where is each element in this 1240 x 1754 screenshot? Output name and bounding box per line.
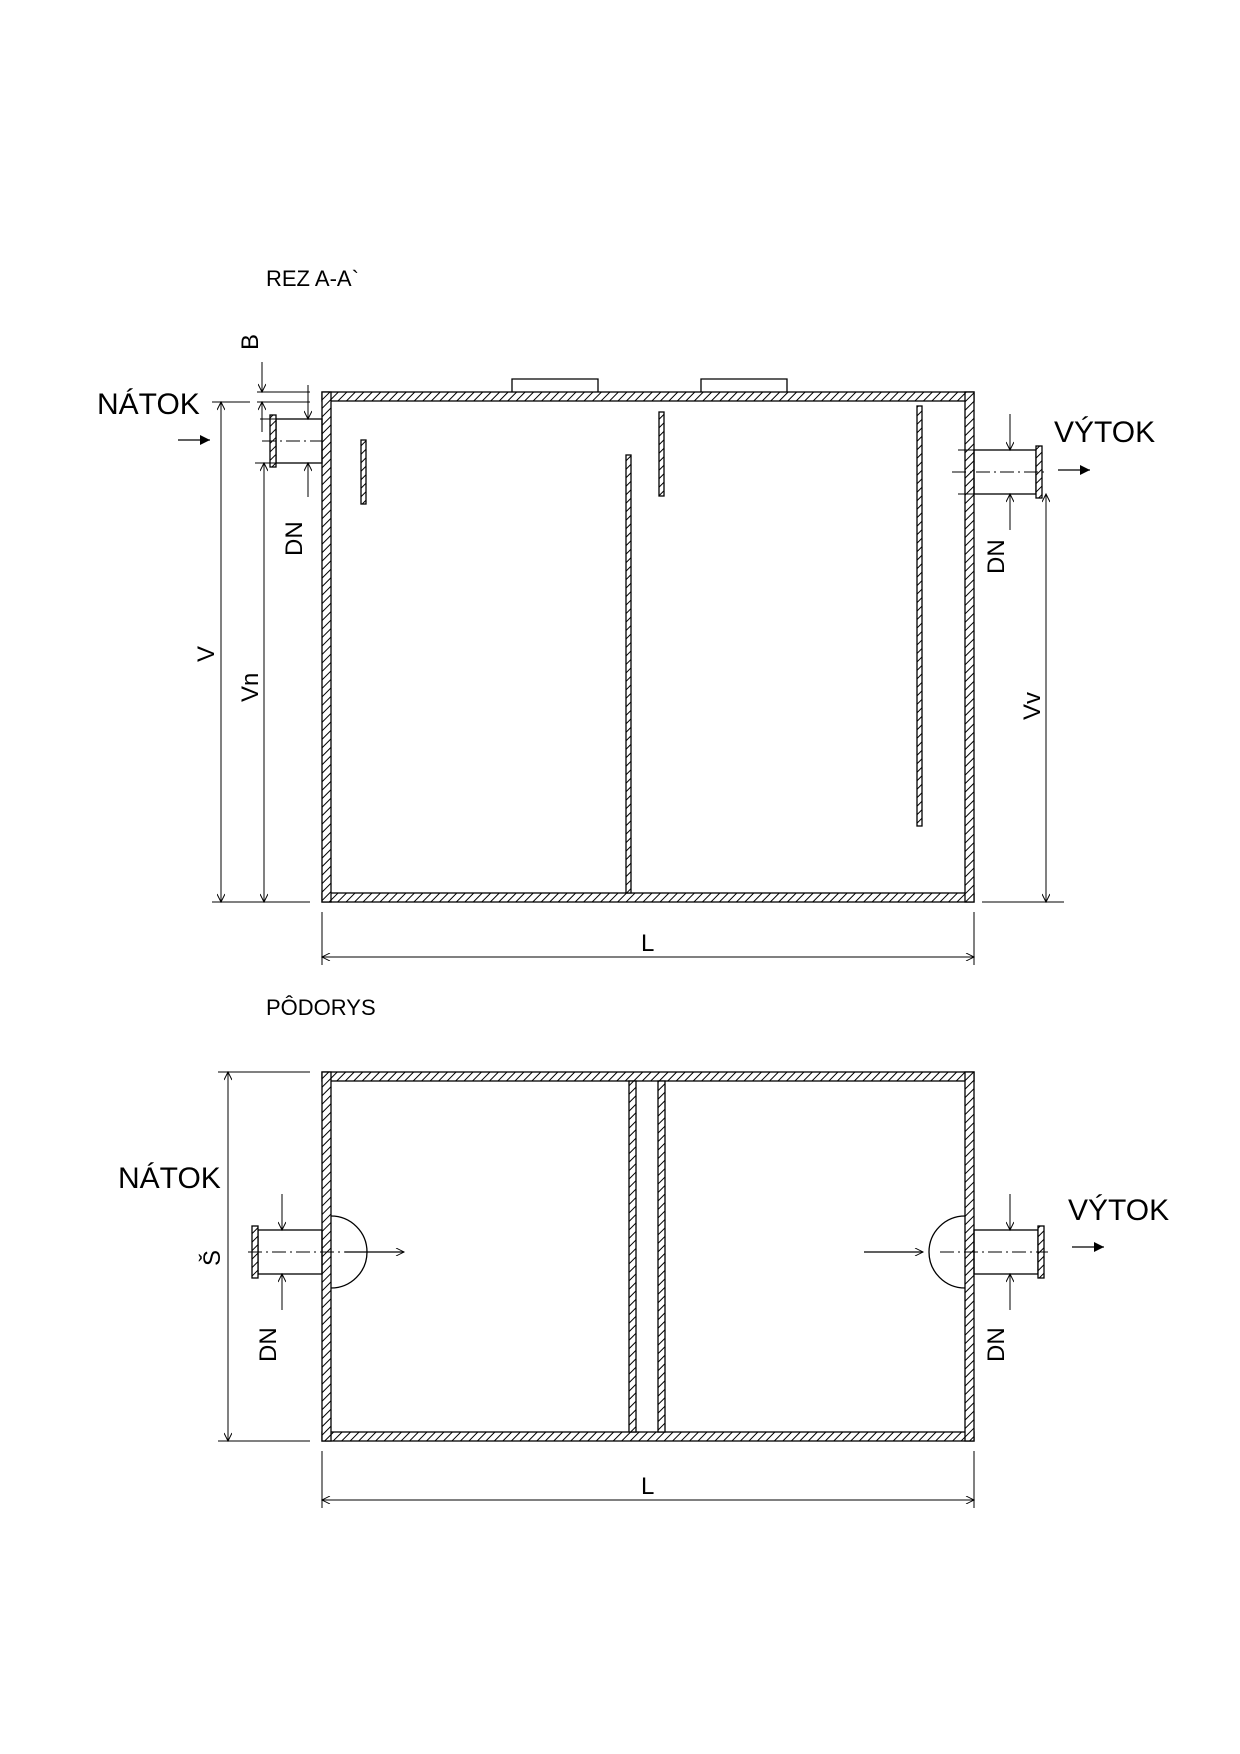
section-outflow-label: VÝTOK: [1054, 416, 1155, 449]
section-dim-l: L: [322, 912, 974, 965]
plan-view: PÔDORYS NÁTOK VÝTOK: [118, 995, 1169, 1508]
plan-inlet-pipe: [248, 1215, 404, 1289]
plan-dim-l-label: L: [641, 1473, 654, 1500]
plan-outflow-label: VÝTOK: [1068, 1194, 1169, 1227]
plan-dim-dn-outlet: DN: [983, 1194, 1010, 1362]
plan-dim-l: L: [322, 1451, 974, 1508]
section-tank-walls: [321, 391, 975, 903]
section-dim-vv: Vv: [982, 494, 1064, 902]
plan-dim-dn-inlet-label: DN: [255, 1327, 282, 1362]
section-dim-l-label: L: [641, 930, 654, 957]
section-dim-b: B: [237, 334, 310, 432]
section-dim-dn-inlet-label: DN: [281, 521, 308, 556]
plan-outlet-pipe: [864, 1215, 1048, 1289]
section-dim-b-label: B: [237, 334, 264, 350]
section-dim-dn-outlet: DN: [958, 414, 1030, 574]
section-dim-v-label: V: [193, 646, 220, 662]
section-baffles: [360, 405, 923, 894]
section-view: REZ A-A`: [97, 266, 1155, 965]
section-dim-vn-label: Vn: [237, 673, 264, 702]
section-dim-vv-label: Vv: [1019, 692, 1046, 720]
section-manhole-covers: [511, 378, 788, 392]
plan-dim-dn-outlet-label: DN: [983, 1327, 1010, 1362]
section-dim-v: V: [193, 402, 310, 902]
section-inflow-label: NÁTOK: [97, 388, 200, 421]
plan-dim-s-label: Š: [198, 1250, 226, 1266]
plan-dim-s: Š: [198, 1072, 310, 1441]
section-inlet-pipe: [262, 414, 323, 468]
plan-dim-dn-inlet: DN: [255, 1194, 282, 1362]
section-dim-dn-outlet-label: DN: [983, 539, 1010, 574]
section-dim-vn: Vn: [237, 463, 264, 902]
section-title: REZ A-A`: [266, 266, 359, 291]
plan-inflow-label: NÁTOK: [118, 1162, 221, 1195]
plan-title: PÔDORYS: [266, 995, 376, 1020]
plan-tank-walls: [321, 1071, 975, 1442]
